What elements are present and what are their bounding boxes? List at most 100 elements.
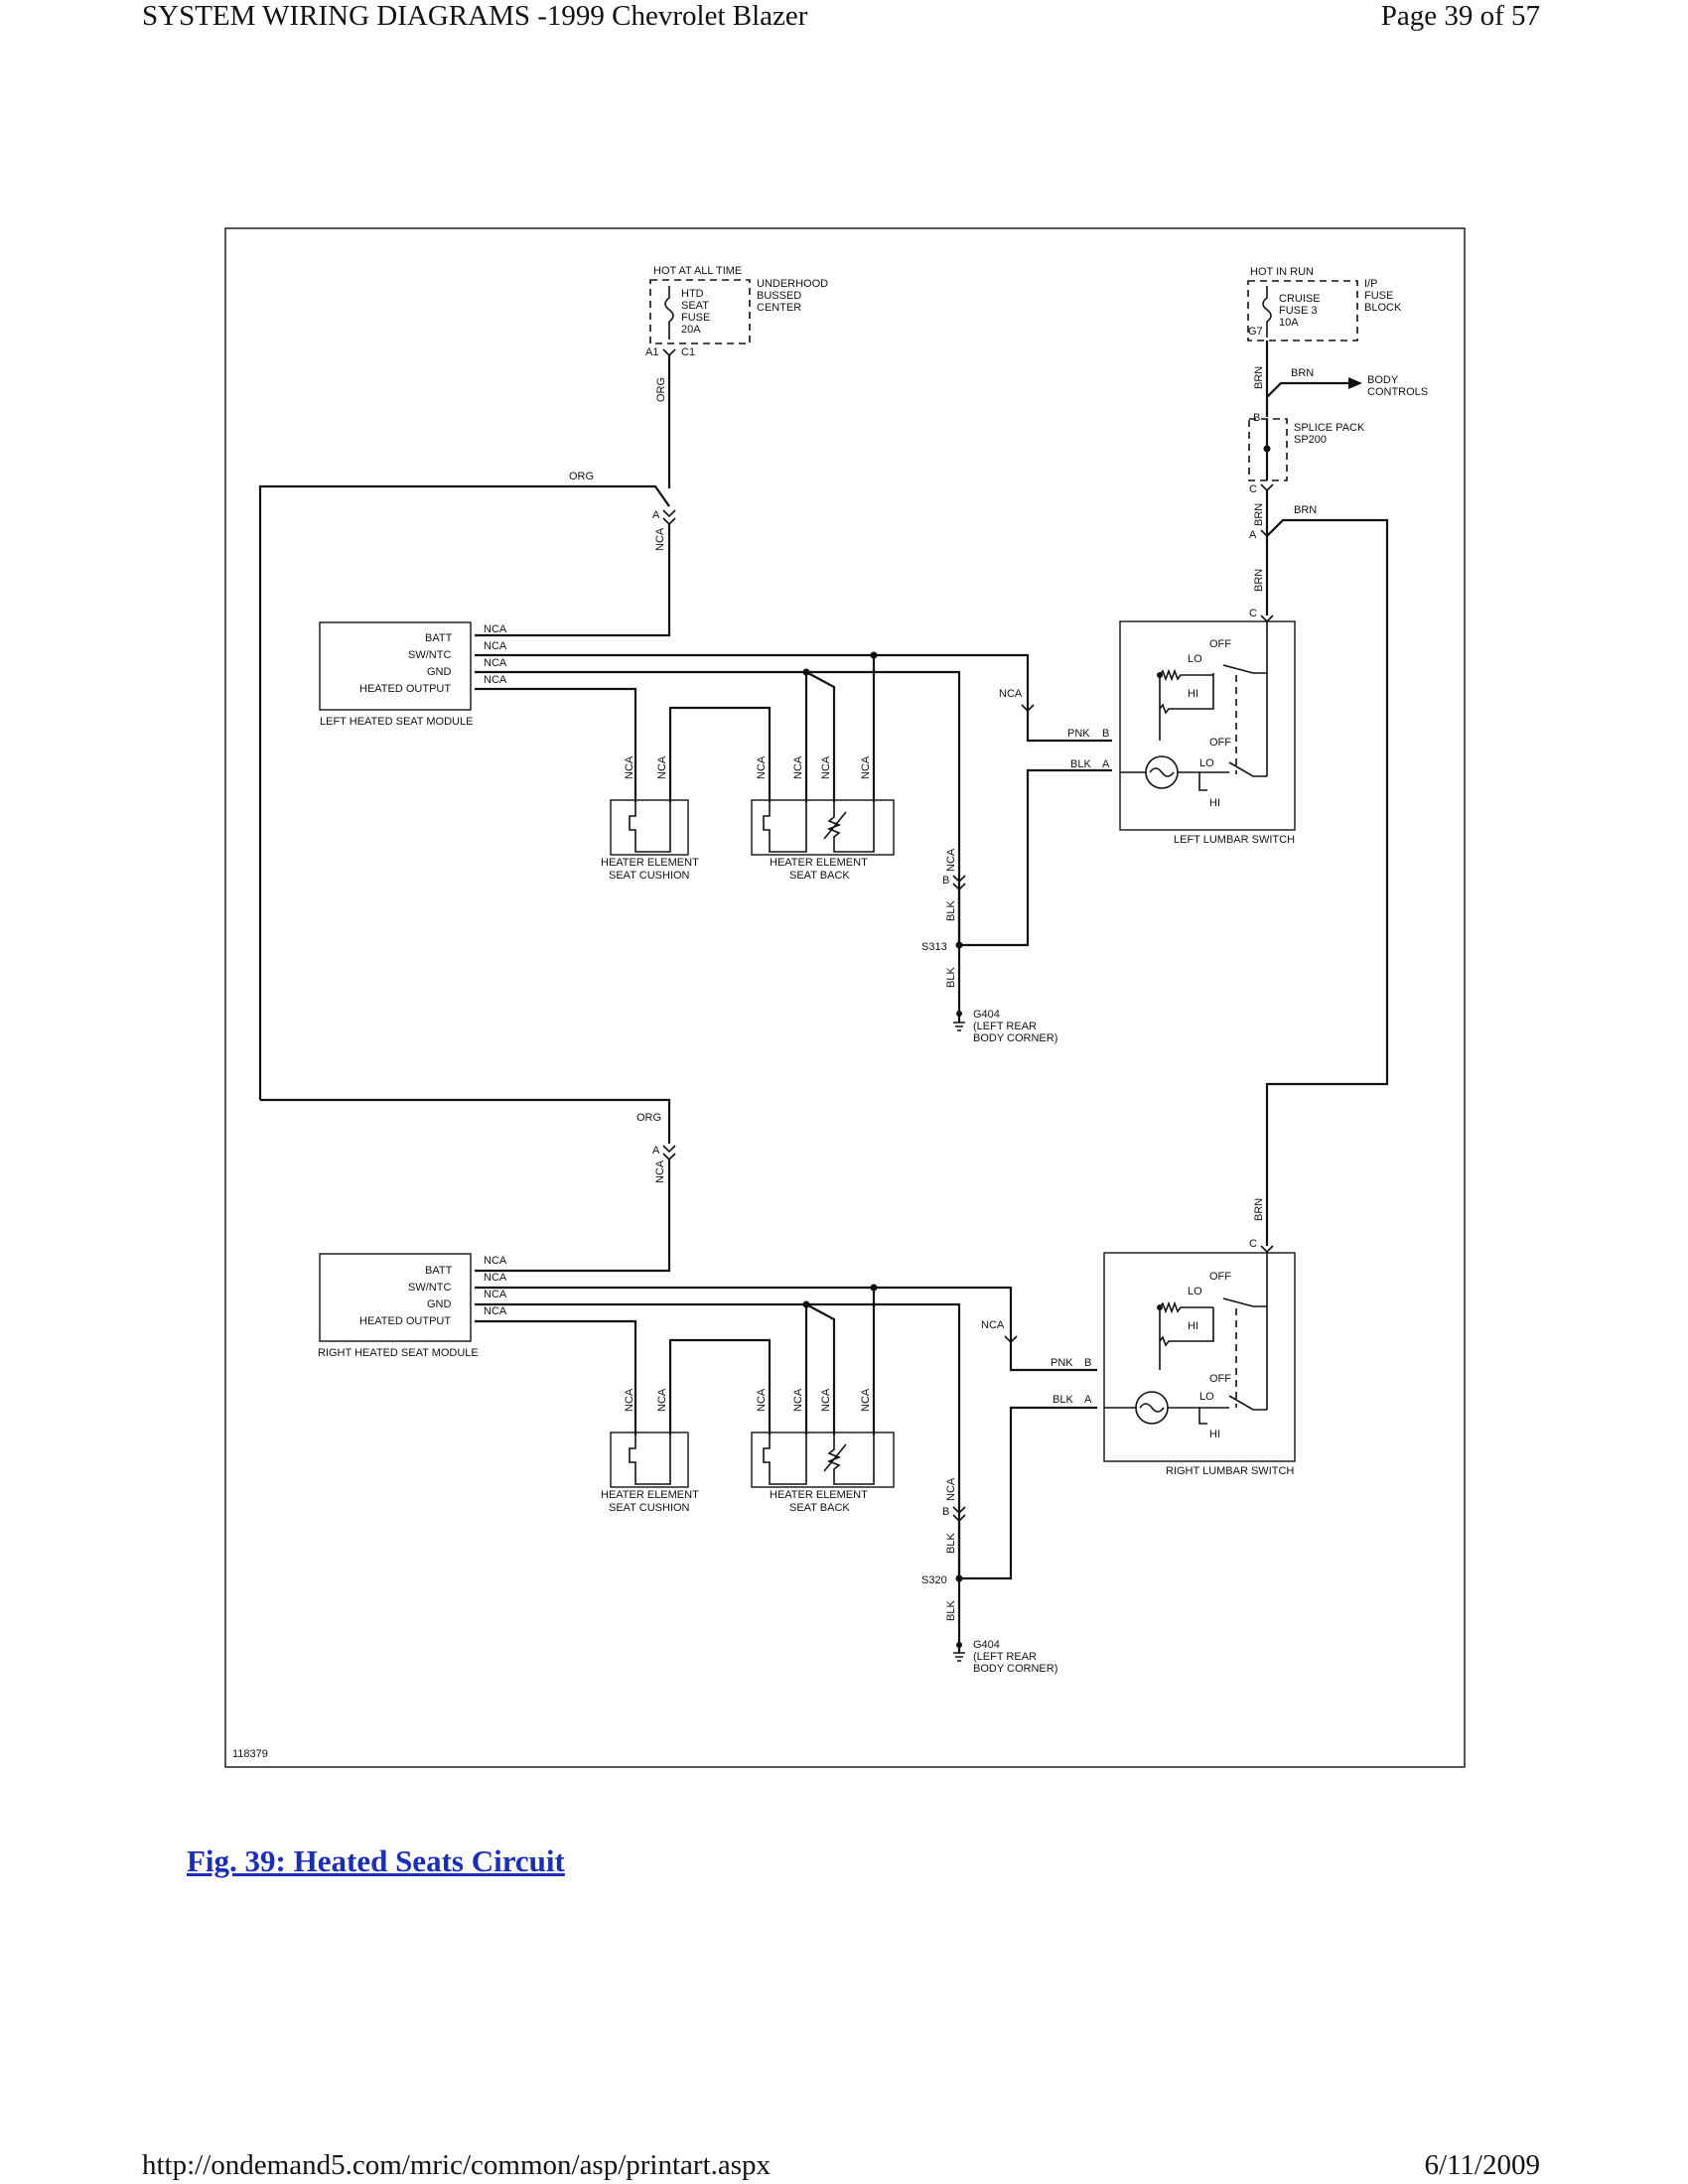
right-cushion-label-1: HEATER ELEMENT [601, 1489, 699, 1501]
right-cushion-label-2: SEAT CUSHION [609, 1502, 690, 1514]
blk-left-1: BLK [945, 900, 957, 921]
right-module-pin-heated-output: HEATED OUTPUT [359, 1315, 451, 1327]
nca-right-back-3: NCA [820, 1388, 832, 1412]
left-cushion-label-2: SEAT CUSHION [609, 870, 690, 882]
left-module-label: LEFT HEATED SEAT MODULE [320, 716, 473, 728]
right-lumbar-hi: HI [1188, 1320, 1198, 1332]
right-lumbar-off-1: OFF [1209, 1271, 1231, 1283]
splice-pack-line-2: SP200 [1294, 434, 1327, 446]
nca-2: NCA [484, 640, 507, 652]
right-ground-label-3: BODY CORNER) [973, 1663, 1057, 1675]
ip-block-line-2: FUSE [1364, 290, 1393, 302]
cruise-fuse-line-3: 10A [1279, 317, 1299, 329]
right-ground-label-1: G404 [973, 1639, 1000, 1651]
left-lumbar-hi: HI [1188, 688, 1198, 700]
figure-caption-link[interactable]: Fig. 39: Heated Seats Circuit [187, 1843, 565, 1878]
brn-label-body-controls: BRN [1291, 367, 1314, 379]
org-wire-label-top: ORG [655, 377, 667, 402]
left-ground-pin-b: B [942, 875, 949, 887]
left-ground-label-3: BODY CORNER) [973, 1032, 1057, 1044]
brn-label-1: BRN [1253, 366, 1265, 389]
nca-wire-label-right-batt: NCA [654, 1160, 666, 1183]
nca-right-cushion-1: NCA [624, 1388, 635, 1412]
nca-left-back-3: NCA [820, 755, 832, 779]
htd-fuse-line-3: FUSE [681, 312, 710, 324]
ip-block-line-3: BLOCK [1364, 302, 1402, 314]
left-lumbar-off-1: OFF [1209, 638, 1231, 650]
ip-fuse-block-box [1247, 280, 1358, 341]
nca-wire-label-left-batt: NCA [654, 527, 666, 551]
nca-left-ground: NCA [945, 848, 957, 872]
nca-left-back-2: NCA [792, 755, 804, 779]
right-pin-a: A [1249, 529, 1257, 541]
underhood-line-2: BUSSED [757, 290, 801, 302]
right-lumbar-switch [1103, 1252, 1296, 1462]
brn-label-3: BRN [1253, 569, 1265, 592]
splice-s320: S320 [921, 1574, 947, 1586]
left-module-pin-gnd: GND [427, 666, 452, 678]
left-lumbar-pnk: PNK [1067, 728, 1090, 740]
cruise-fuse-line-2: FUSE 3 [1279, 305, 1318, 317]
org-wire-label-right: ORG [636, 1112, 661, 1124]
underhood-line-1: UNDERHOOD [757, 278, 828, 290]
cruise-fuse-line-1: CRUISE [1279, 293, 1321, 305]
body-controls-arrow [1348, 377, 1362, 389]
left-module-pin-batt: BATT [425, 632, 453, 644]
right-lumbar-lo: LO [1188, 1286, 1202, 1297]
nca-4: NCA [484, 674, 507, 686]
left-module-connector-a [662, 509, 676, 526]
right-ground-label-2: (LEFT REAR [973, 1651, 1037, 1663]
right-lumbar-pin-b: B [1084, 1357, 1091, 1369]
nca-3: NCA [484, 657, 507, 669]
nca-right-back-1: NCA [756, 1388, 768, 1412]
right-module-pin-a-label: A [652, 1145, 660, 1157]
nca-r3: NCA [484, 1289, 507, 1300]
body-controls-line-1: BODY [1367, 374, 1399, 386]
htd-seat-fuse-symbol [664, 286, 674, 340]
nca-right-ground: NCA [945, 1477, 957, 1501]
nca-left-lumbar: NCA [999, 688, 1023, 700]
underhood-line-3: CENTER [757, 302, 801, 314]
left-lumbar-pin-c: C [1249, 608, 1257, 619]
footer-url: http://ondemand5.com/mric/common/asp/pri… [142, 2149, 772, 2181]
splice-s313: S313 [921, 941, 947, 953]
diagram-id: 118379 [232, 1748, 268, 1760]
right-lumbar-off-2: OFF [1209, 1373, 1231, 1385]
left-lumbar-hi-2: HI [1209, 797, 1220, 809]
left-lumbar-lo: LO [1188, 653, 1202, 665]
left-lumbar-switch [1119, 620, 1296, 831]
nca-r1: NCA [484, 1255, 507, 1267]
left-ground-label-2: (LEFT REAR [973, 1021, 1037, 1032]
diagram-frame [224, 227, 1466, 1768]
left-lumbar-pin-b: B [1102, 728, 1109, 740]
right-heated-seat-module [319, 1253, 472, 1342]
connector-g7-label: G7 [1248, 326, 1263, 338]
brn-label-4: BRN [1253, 1198, 1265, 1221]
right-heater-element-seat-back [751, 1432, 895, 1488]
connector-a1-label: A1 [645, 346, 658, 358]
page-header-title: SYSTEM WIRING DIAGRAMS -1999 Chevrolet B… [142, 0, 808, 32]
blk-right-2: BLK [945, 1600, 957, 1621]
brn-label-right-long: BRN [1294, 504, 1317, 516]
nca-1: NCA [484, 623, 507, 635]
left-lumbar-label: LEFT LUMBAR SWITCH [1174, 834, 1295, 846]
nca-right-back-4: NCA [860, 1388, 872, 1412]
right-ground-pin-b: B [942, 1506, 949, 1518]
nca-left-back-1: NCA [756, 755, 768, 779]
page-number: Page 39 of 57 [1380, 0, 1540, 32]
connector-c1-symbol [662, 348, 676, 357]
left-cushion-label-1: HEATER ELEMENT [601, 857, 699, 869]
connector-c1-label: C1 [681, 346, 695, 358]
nca-left-cushion-1: NCA [624, 755, 635, 779]
splice-pack-line-1: SPLICE PACK [1294, 422, 1365, 434]
right-lumbar-pin-a: A [1084, 1394, 1092, 1406]
left-heater-element-seat-back [751, 799, 895, 856]
right-lumbar-pnk: PNK [1051, 1357, 1073, 1369]
hot-in-run-label: HOT IN RUN [1250, 266, 1314, 278]
nca-r2: NCA [484, 1272, 507, 1284]
htd-fuse-line-4: 20A [681, 324, 701, 336]
brn-label-2: BRN [1253, 503, 1265, 526]
nca-r4: NCA [484, 1305, 507, 1317]
right-lumbar-pin-c: C [1249, 1238, 1257, 1250]
right-heater-element-seat-cushion [610, 1432, 689, 1488]
